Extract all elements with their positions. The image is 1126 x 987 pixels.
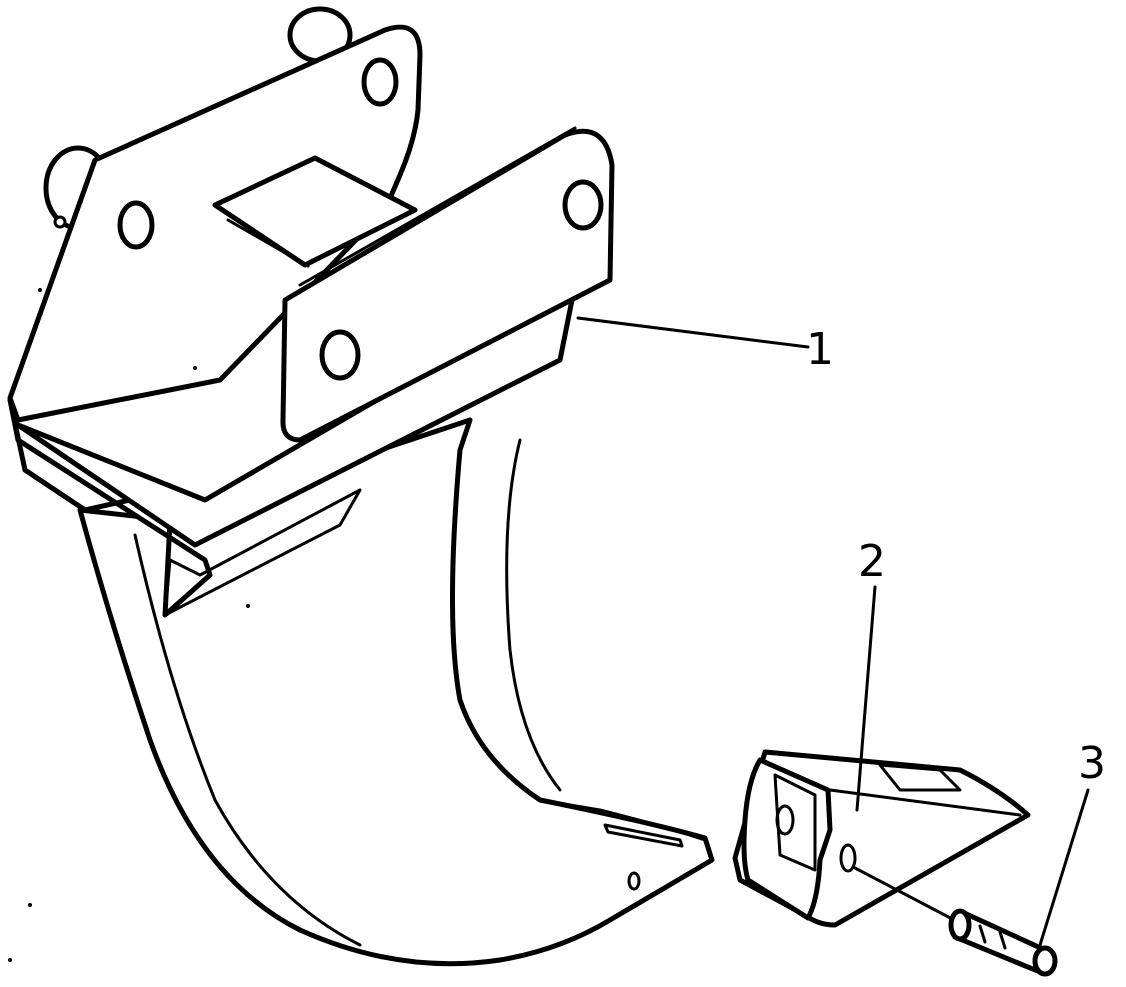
callout-label-1: 1 (806, 324, 834, 375)
tooth-top-ridge (828, 788, 1022, 817)
shank-tip-pin-hole (627, 871, 641, 891)
front-plate-hole-top (562, 179, 604, 231)
base-frame-wedge (163, 488, 362, 617)
rear-plate-hole-top (361, 57, 399, 107)
shank-inner-curve (505, 438, 562, 792)
center-block-edge (226, 218, 310, 268)
shank-front-edge (133, 533, 362, 947)
pin-end-right (1032, 945, 1058, 977)
tooth-pin-hole (839, 843, 857, 873)
front-plate-top-edge (298, 126, 577, 287)
rear-left-boss-hole (53, 215, 67, 229)
center-block-top (212, 155, 418, 268)
shank-tip-face (538, 798, 707, 842)
callout-label-3: 3 (1078, 738, 1106, 789)
part-3-pin (853, 788, 1090, 977)
tooth-socket-face (741, 757, 833, 921)
base-frame (7, 397, 213, 618)
pin-collar (978, 924, 1007, 950)
tooth-top-detail (878, 763, 962, 792)
leader-line-3 (1038, 788, 1090, 947)
callout-label-2: 2 (858, 536, 886, 587)
pin-axis-line (853, 866, 960, 924)
shank-tip-slot (603, 823, 684, 848)
pin-end-left (948, 908, 972, 942)
base-frame-front (15, 282, 578, 548)
tooth-socket-hole (775, 804, 795, 836)
scan-specks (8, 288, 250, 962)
leader-line-2 (855, 585, 877, 812)
part-2-tooth (732, 585, 1031, 928)
rear-plate-hole-left (117, 200, 155, 250)
front-plate-hole-bottom (319, 329, 361, 381)
part-1-ripper-shank (7, 6, 810, 967)
rear-plate (7, 24, 423, 423)
front-plate (280, 128, 615, 443)
leader-line-1 (576, 316, 810, 349)
